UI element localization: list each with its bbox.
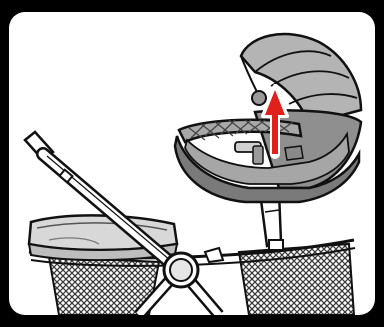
infant-car-seat	[175, 34, 361, 202]
illustration-canvas	[9, 12, 375, 315]
instruction-figure-panel	[9, 12, 375, 315]
stroller-fold-hub	[164, 253, 198, 287]
basket-mesh-right	[239, 244, 354, 315]
